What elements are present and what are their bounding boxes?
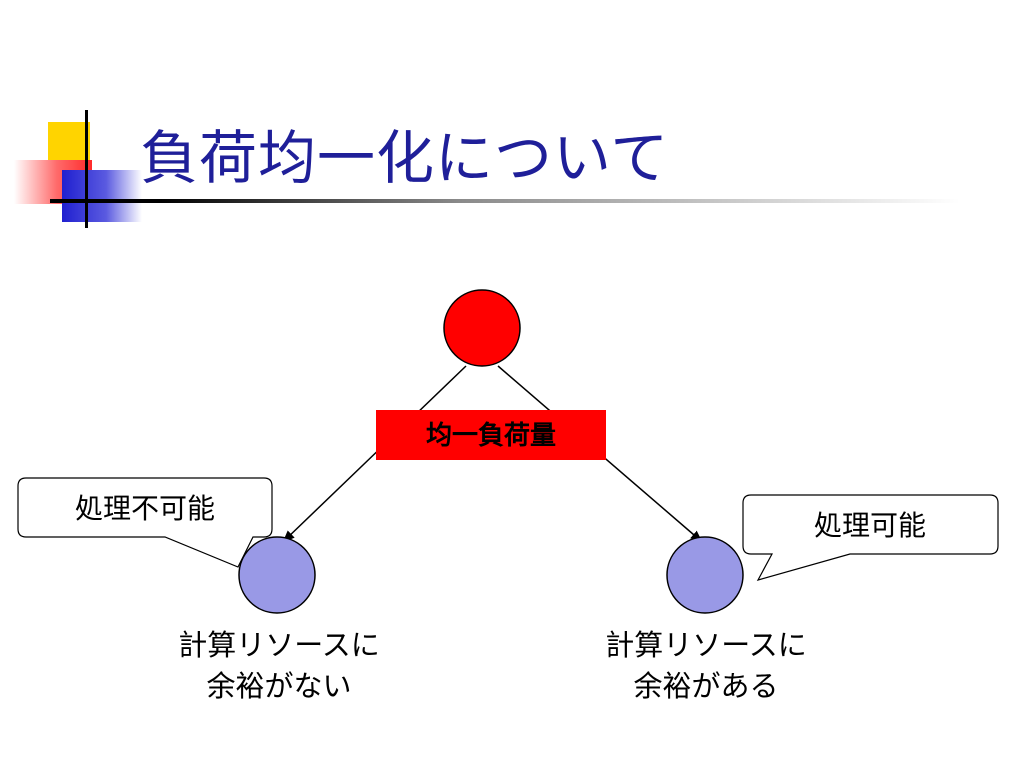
load-label: 均一負荷量 [426, 421, 556, 451]
target-node-right [666, 536, 744, 614]
decorative-vertical-line [85, 110, 88, 228]
target-node-left [238, 536, 316, 614]
left-callout-text: 処理不可能 [75, 492, 215, 525]
right-node-label-line1: 計算リソースに [605, 628, 807, 662]
right-node-label-line2: 余裕がある [633, 669, 778, 703]
slide-title: 負荷均一化について [140, 124, 670, 192]
decorative-square-yellow [48, 122, 90, 166]
source-node [443, 289, 521, 367]
connector-left [282, 365, 467, 543]
right-callout-text: 処理可能 [814, 509, 926, 542]
load-label-box [376, 410, 606, 460]
decorative-square-blue [62, 170, 142, 222]
left-node-label-line1: 計算リソースに [178, 628, 380, 662]
title-underline [50, 199, 960, 203]
left-node-label-line2: 余裕がない [206, 669, 351, 703]
left-callout-bubble [17, 477, 273, 568]
right-callout-bubble [742, 494, 999, 581]
